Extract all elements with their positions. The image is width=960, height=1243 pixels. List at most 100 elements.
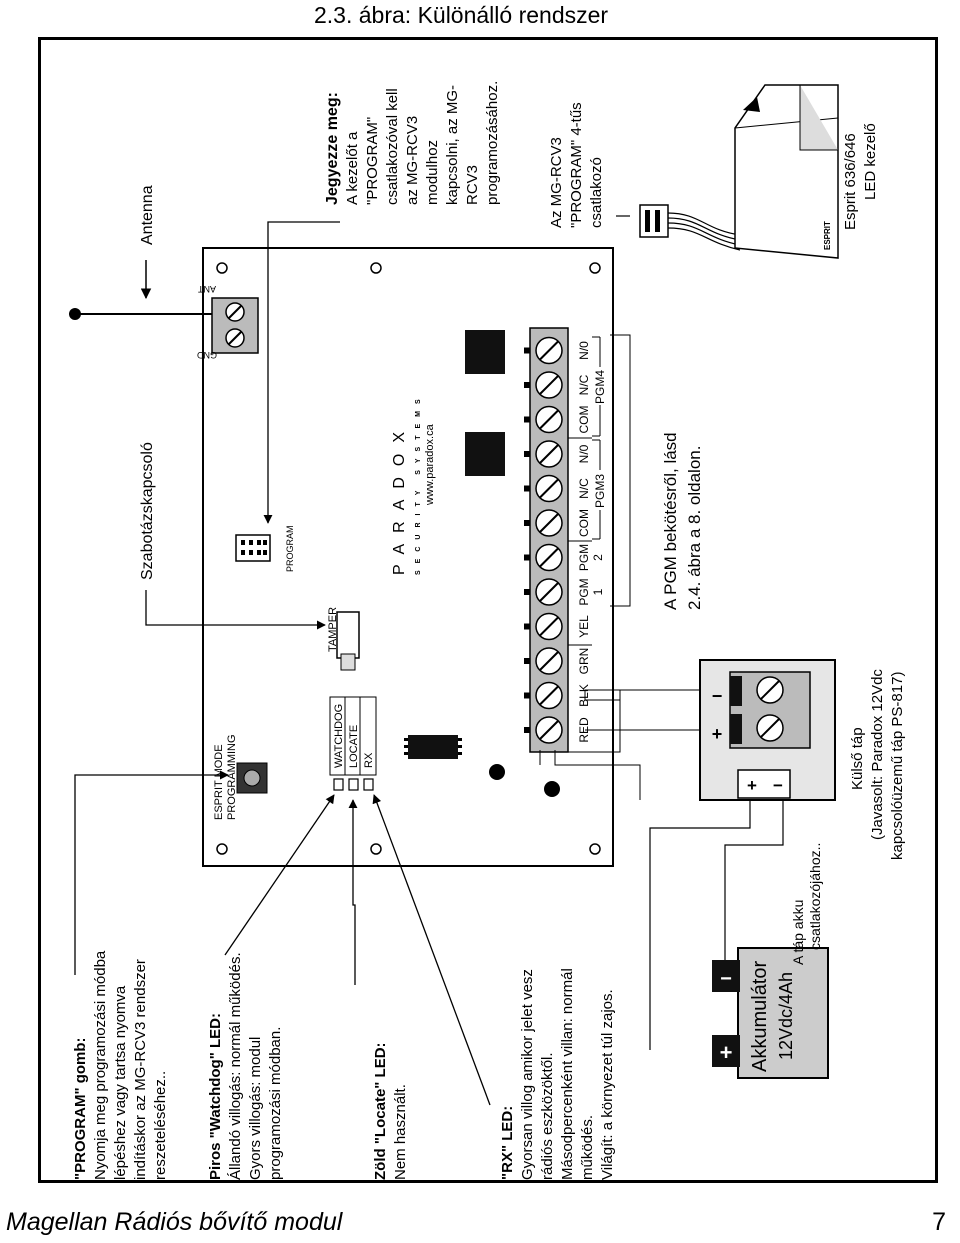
antenna-label: Antenna	[139, 185, 156, 245]
terminal-screw-slot	[539, 478, 559, 499]
brand-sub: SECURITY SYSTEMS	[415, 392, 422, 575]
terminal-label: N/C	[577, 374, 591, 395]
terminal-label: RED	[577, 717, 591, 743]
board-component	[544, 781, 560, 797]
terminal-pin	[524, 416, 530, 423]
svg-text:csatlakozóval kell: csatlakozóval kell	[384, 88, 401, 205]
terminal-pin	[524, 451, 530, 457]
watchdog-led-note: Piros "Watchdog" LED: Állandó villogás: …	[207, 952, 284, 1180]
terminal-screw-slot	[539, 513, 559, 533]
terminal-screw-slot	[539, 685, 559, 706]
terminal-label: YEL	[577, 615, 591, 638]
watchdog-note-line: Gyors villogás: modul	[247, 1037, 264, 1180]
watchdog-note-line: Állandó villogás: normál működés.	[227, 952, 244, 1180]
battery-plus-sign: +	[720, 1040, 733, 1065]
svg-text:Jegyezze meg:: Jegyezze meg:	[324, 92, 341, 205]
program-connector-label: PROGRAM	[285, 525, 295, 572]
mounting-hole	[216, 843, 228, 855]
svg-text:programozásához.: programozásához.	[484, 81, 501, 205]
rx-note-line: működés.	[579, 1115, 596, 1180]
antenna-tip	[69, 308, 81, 320]
tamper-switch-label: Szabotázskapcsoló	[139, 442, 156, 580]
locate-note-title: Zöld "Locate" LED:	[372, 1042, 389, 1180]
program-note-line: Nyomja meg programozási módba	[92, 950, 109, 1180]
gnd-label: GND	[197, 350, 218, 360]
rx-note-line: Világít: a környezet túl zajos.	[599, 989, 616, 1180]
terminal-pin	[524, 692, 530, 699]
led-label-rx: RX	[363, 752, 375, 768]
terminal-screws	[524, 336, 563, 744]
program-button-note: "PROGRAM" gomb: Nyomja meg programozási …	[72, 950, 169, 1180]
watchdog-led	[333, 778, 344, 791]
esprit-keypad: ESPRIT	[734, 84, 839, 259]
terminal-label: PGM	[577, 544, 591, 571]
battery-minus-terminal	[712, 960, 740, 992]
power-out-plus: +	[747, 776, 757, 795]
terminal-label: N/0	[577, 341, 591, 360]
locate-led	[348, 778, 359, 791]
rx-note-line: rádiós eszközöktől.	[539, 1052, 556, 1180]
power-minus-sign: −	[712, 686, 723, 706]
mounting-hole	[589, 843, 601, 855]
tamper-label: TAMPER	[327, 607, 339, 652]
terminal-label: COM	[577, 509, 591, 537]
pgm-reference-note: 2.4. ábra a 8. oldalon.	[685, 446, 704, 610]
terminal-pin	[524, 623, 530, 630]
mounting-hole	[370, 843, 382, 855]
svg-text:csatlakozó: csatlakozó	[588, 157, 605, 228]
page-number: 7	[932, 1208, 946, 1236]
terminal-screw-slot	[539, 547, 559, 568]
program-note-line: reszeteléséhez..	[152, 1071, 169, 1180]
figure-title: 2.3. ábra: Különálló rendszer	[314, 2, 609, 28]
manual-title: Magellan Rádiós bővítő modul	[6, 1208, 343, 1236]
svg-text:modulhoz: modulhoz	[424, 140, 441, 205]
locate-note-line: Nem használt.	[392, 1084, 409, 1180]
terminal-screw-slot	[539, 616, 559, 637]
pgm3-label: PGM3	[593, 474, 607, 508]
terminal-label: N/C	[577, 478, 591, 499]
rx-note-line: Másodpercenként villan: normál	[559, 968, 576, 1180]
diagram-frame	[38, 37, 938, 1183]
pgm-reference-note: A PGM bekötésről, lásd	[661, 432, 680, 610]
program-note-line: lépéshez vagy tartsa nyomva	[112, 985, 129, 1180]
terminal-pin	[524, 347, 530, 354]
terminal-screw-slot	[539, 444, 559, 464]
program-note-title: "PROGRAM" gomb:	[72, 1037, 89, 1180]
rx-led	[363, 778, 374, 791]
terminal-label: 2	[591, 554, 605, 561]
svg-text:az MG-RCV3: az MG-RCV3	[404, 116, 421, 205]
terminal-pin	[524, 589, 530, 595]
brand-url: www.paradox.ca	[424, 423, 436, 506]
terminal-pin	[524, 554, 530, 561]
terminal-label: BLK	[577, 684, 591, 707]
svg-text:kapcsolni, az MG-: kapcsolni, az MG-	[444, 85, 461, 205]
rx-note-line: Gyorsan villog amikor jelet vesz	[519, 969, 536, 1180]
power-note: kapcsolóüzemű táp PS-817)	[889, 672, 906, 860]
programming-note: Jegyezze meg: A kezelőt a "PROGRAM" csat…	[324, 81, 501, 205]
terminal-pin	[524, 658, 530, 664]
rx-note-title: "RX" LED:	[499, 1106, 516, 1180]
power-title: Külső táp	[849, 727, 866, 790]
tamper-switch[interactable]	[336, 611, 360, 659]
power-note: (Javasolt: Paradox 12Vdc	[869, 669, 886, 840]
battery-note: A táp akku	[790, 900, 806, 965]
program-note-line: indításkor az MG-RCV3 rendszer	[132, 959, 149, 1180]
ic-chip	[404, 735, 462, 759]
terminal-screw-slot	[539, 340, 559, 361]
terminal-pin	[524, 382, 530, 388]
mounting-hole	[216, 262, 228, 274]
relay-pgm4	[465, 330, 505, 374]
terminal-screw-slot	[539, 582, 559, 602]
terminal-pin	[524, 520, 530, 526]
terminal-screw-slot	[539, 651, 559, 671]
svg-text:Az MG-RCV3: Az MG-RCV3	[548, 137, 565, 228]
svg-text:"PROGRAM": "PROGRAM"	[364, 117, 381, 205]
battery-plus-terminal	[712, 1035, 740, 1067]
rx-led-note: "RX" LED: Gyorsan villog amikor jelet ve…	[499, 968, 616, 1180]
program-connector[interactable]	[235, 534, 271, 562]
board-component	[489, 764, 505, 780]
esprit-mode-label: ESPRIT MODE	[213, 744, 225, 820]
terminal-screw-slot	[539, 720, 559, 740]
